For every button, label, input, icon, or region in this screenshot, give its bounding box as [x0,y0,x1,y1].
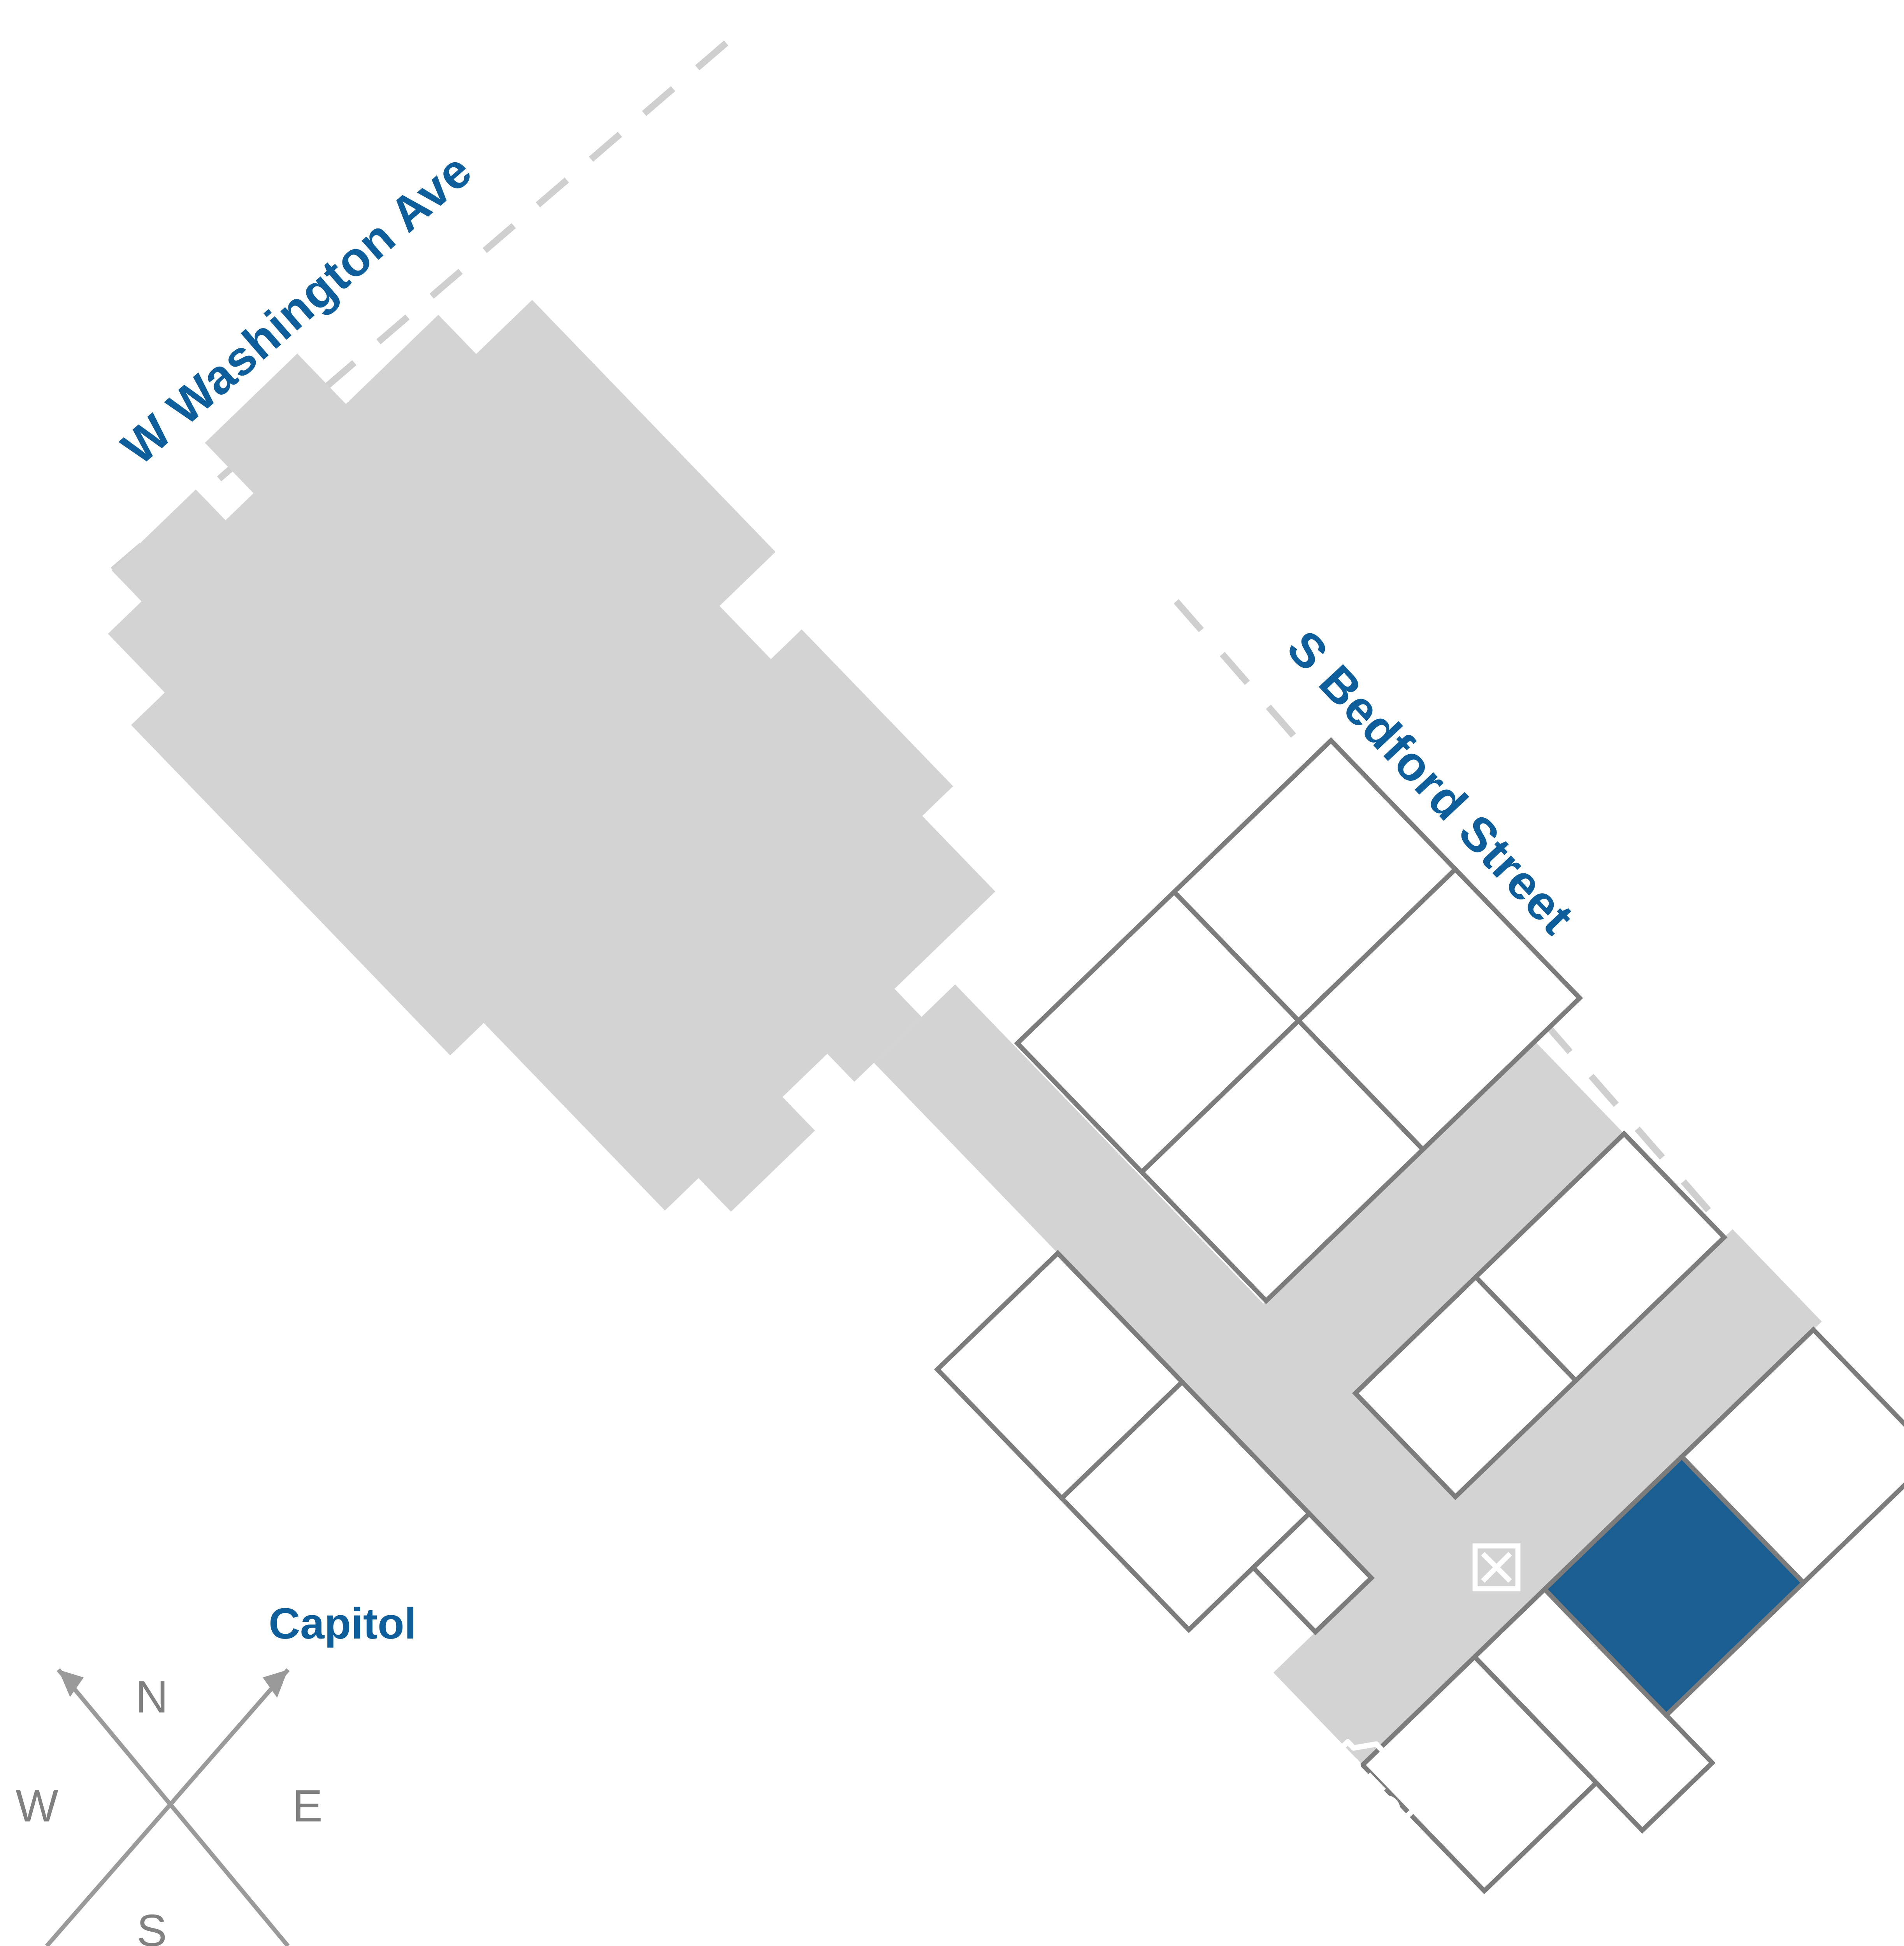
elevator-north-box [1040,858,1091,910]
unit-block-9[interactable] [1472,1130,1728,1384]
building-core [108,314,996,1211]
compass-axis-ne [45,1668,290,1946]
compass-label-east: E [292,1781,322,1831]
unit-block-7[interactable] [1250,1510,1375,1635]
parking-car-icon[interactable] [1326,1729,1427,1831]
building-wing-right-upper [473,300,776,609]
building-top-notch-b [205,353,349,496]
elevator-icon-north[interactable] [1040,858,1091,910]
compass-label-west: W [16,1781,58,1831]
compass-rose: N S E W Capitol [16,1599,416,1946]
elevator-south-box [1472,1543,1521,1591]
highlighted-unit[interactable] [1541,1453,1807,1719]
car-wheel-left [1334,1755,1361,1783]
building-wing-right-lower [768,629,953,819]
south-corridor-group [1182,1041,1822,1765]
corridor-connector [874,984,1269,1388]
capitol-direction-label: Capitol [269,1599,416,1648]
car-wheel-right [1372,1795,1400,1823]
compass-axis-se [56,1668,290,1946]
compass-label-south: S [137,1905,167,1946]
elevator-south-slash-2 [1481,1552,1512,1583]
unit-block-6[interactable] [1058,1379,1313,1633]
unit-block-4[interactable] [1295,866,1583,1153]
elevator-icon-south[interactable] [1472,1543,1521,1591]
car-detail-line [1366,1772,1386,1793]
building-bottom-notch-a [696,1094,815,1212]
compass-arrow-nw [58,1670,84,1697]
compass-arrow-ne [263,1670,288,1698]
highlight-group [1541,1453,1807,1719]
building-top-notch-a [112,489,228,604]
elevator-north-slash-2 [1049,868,1082,900]
plaza-south [1273,1229,1822,1765]
building-wing-left [131,690,487,1056]
building-bottom-notch-b [824,986,922,1082]
unit-blocks [934,737,1904,1895]
compass-label-north: N [135,1672,168,1722]
building-group-rotated [108,300,1269,1388]
